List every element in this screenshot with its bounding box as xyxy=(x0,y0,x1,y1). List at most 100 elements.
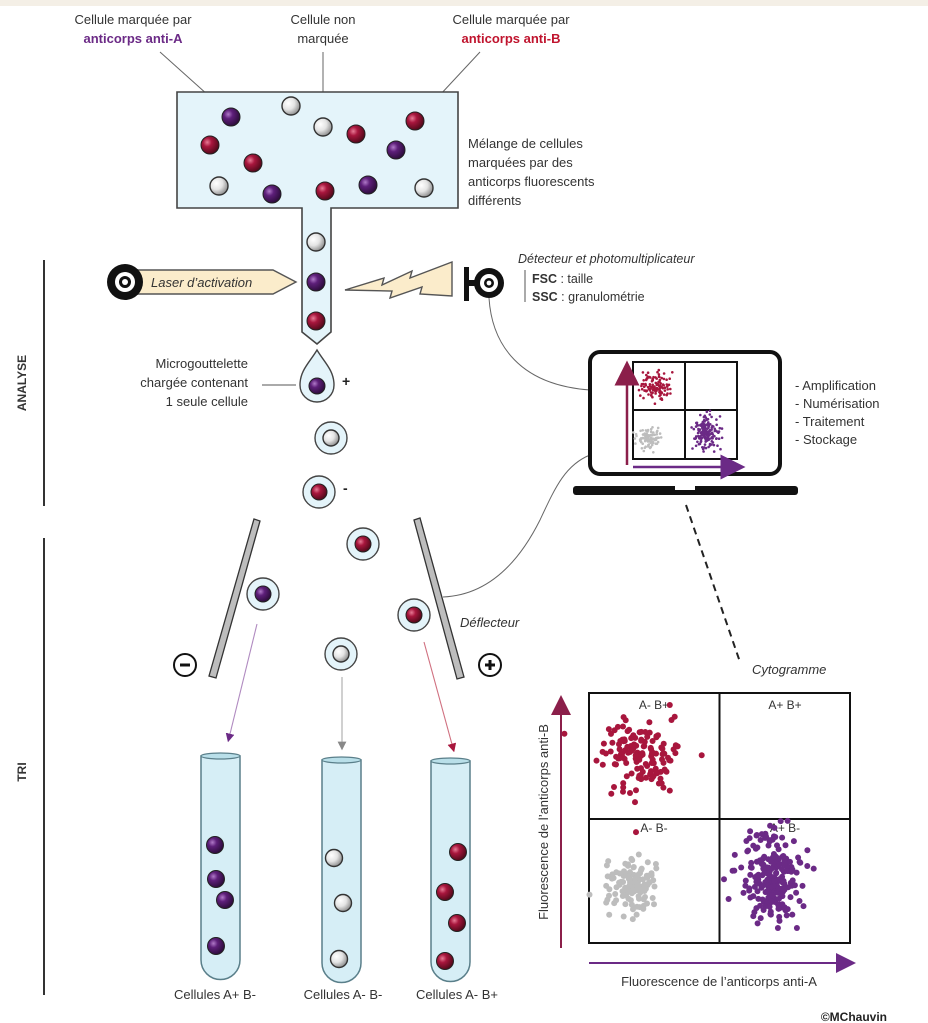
cytogram-point-a-b- xyxy=(696,440,699,444)
cytogram-point-a-b- xyxy=(659,386,662,389)
cytogram-point-a-b- xyxy=(647,435,651,438)
cytogram-point-a-b- xyxy=(638,765,644,772)
cytogram-point-a-b- xyxy=(657,380,660,384)
cytogram-point-a-b- xyxy=(705,410,709,414)
cytogram-point-a-b- xyxy=(757,902,764,909)
processing-step: - Stockage xyxy=(795,432,857,447)
cytogram-point-a-b- xyxy=(649,430,653,434)
cell-anti-a xyxy=(262,184,282,204)
cytogram-point-a-b- xyxy=(666,388,669,391)
cytogram-point-a-b- xyxy=(703,435,707,439)
cytogram-point-a-b- xyxy=(660,784,667,791)
droplet-charge-minus: - xyxy=(343,480,348,496)
cytogram-point-a-b- xyxy=(725,896,732,902)
cell-unmarked xyxy=(281,96,301,116)
cytogram-point-a-b- xyxy=(712,425,715,428)
cytogram-point-a-b- xyxy=(750,913,757,920)
cytogram-point-a-b- xyxy=(708,429,712,432)
cytogram-point-a-b- xyxy=(773,869,780,876)
cytogram-point-a-b- xyxy=(648,383,652,386)
cytogram-point-a-b- xyxy=(698,752,705,759)
cytogram-point-a-b- xyxy=(659,751,666,758)
section-analyse-label: ANALYSE xyxy=(15,355,29,411)
cytogram-point-a-b- xyxy=(660,376,663,380)
cytogram-point-a-b- xyxy=(625,888,632,895)
cytogram-point-a-b- xyxy=(775,885,782,892)
cytogram-point-a-b- xyxy=(760,907,767,913)
cytogram-point-a-b- xyxy=(651,383,654,387)
cytogram-point-a-b- xyxy=(642,396,645,400)
deflector-label: Déflecteur xyxy=(460,615,520,630)
cytogram-point-a-b- xyxy=(649,445,653,449)
cytogram-point-a-b- xyxy=(663,389,667,392)
cytogram-point-a-b- xyxy=(774,842,780,849)
cytogram-point-a-b- xyxy=(693,437,697,441)
cell-anti-b xyxy=(346,124,366,144)
cytogram-point-a-b- xyxy=(705,427,709,431)
unmarked-cell-label: Cellule non xyxy=(290,12,355,27)
droplet xyxy=(346,527,380,561)
cytogram-point-a-b- xyxy=(643,439,647,443)
cytogram-point-a-b- xyxy=(651,426,654,429)
cytogram-point-a-b- xyxy=(651,901,657,908)
cytogram-point-a-b- xyxy=(776,861,783,868)
cytogram-point-a-b- xyxy=(635,851,642,858)
anti-a-antibody-label: anticorps anti-A xyxy=(84,31,184,46)
cytogram-point-a-b- xyxy=(766,903,773,910)
cytogram-point-a-b- xyxy=(633,874,640,881)
cytogram-point-a-b- xyxy=(649,433,652,437)
cytogram-point-a-b- xyxy=(641,371,645,374)
cytogram-point-a-b- xyxy=(720,436,724,440)
fsc-line: FSC : taille xyxy=(532,272,593,286)
detector-arm xyxy=(467,280,477,286)
cytogram-point-a-b- xyxy=(638,737,645,744)
cell-anti-b xyxy=(315,181,335,201)
cytogram-point-a-b- xyxy=(800,903,807,910)
cytogram-point-a-b- xyxy=(616,746,623,753)
cytogram-point-a-b- xyxy=(659,745,666,752)
cytogram-point-a-b- xyxy=(652,387,655,391)
cytogram-point-a-b- xyxy=(646,719,653,726)
cytogram-point-a-b- xyxy=(666,702,673,708)
cytogram-point-a-b- xyxy=(754,888,761,895)
cytogram-point-a-b- xyxy=(641,882,648,889)
cytogram-point-a-b- xyxy=(643,774,649,781)
cytogram-point-a-b- xyxy=(653,865,660,872)
cytogram-point-a-b- xyxy=(698,429,701,433)
cytogram-point-a-b- xyxy=(647,393,650,396)
cytogram-point-a-b- xyxy=(707,424,711,428)
processing-steps: - Amplification - Numérisation - Traitem… xyxy=(795,378,880,447)
cytogram-point-a-b- xyxy=(768,898,775,905)
cytogram-point-a-b- xyxy=(634,432,638,436)
cytogram-point-a-b- xyxy=(752,845,759,852)
cytogram-point-a-b- xyxy=(757,915,764,922)
cytogram-point-a-b- xyxy=(698,442,702,446)
laptop-notch xyxy=(675,486,695,490)
cytogram-point-a-b- xyxy=(713,434,716,438)
ssc-key: SSC xyxy=(532,290,558,304)
cytogram-point-a-b- xyxy=(607,748,614,755)
cytogram-point-a-b- xyxy=(645,373,648,377)
cytogram-point-a-b- xyxy=(643,446,647,450)
detector xyxy=(464,267,504,301)
cytogram-point-a-b- xyxy=(764,876,771,883)
cytogram-point-a-b- xyxy=(702,450,705,453)
cytogram-point-a-b- xyxy=(700,433,703,437)
cell-anti-a xyxy=(358,175,378,195)
cytogram-point-a-b- xyxy=(708,409,712,413)
cytogram-point-a-b- xyxy=(616,881,623,888)
cytogram-point-a-b- xyxy=(710,431,714,435)
cytogram-point-a-b- xyxy=(652,451,655,454)
cytogram-point-a-b- xyxy=(609,739,616,746)
cytogram-point-a-b- xyxy=(648,776,655,783)
cytogram-point-a-b- xyxy=(641,382,645,386)
cytogram-point-a-b- xyxy=(636,772,643,779)
tube-label-unmarked: Cellules A- B- xyxy=(304,987,383,1002)
cytogram-point-a-b- xyxy=(621,738,628,744)
cytogram-point-a-b- xyxy=(789,911,796,918)
cytogram-point-a-b- xyxy=(656,426,660,430)
cytogram-point-a-b- xyxy=(660,740,667,747)
quadrant-label-top-left: A- B+ xyxy=(639,698,669,712)
cytogram-point-a-b- xyxy=(783,912,790,919)
cytogram-point-a-b- xyxy=(632,752,639,759)
